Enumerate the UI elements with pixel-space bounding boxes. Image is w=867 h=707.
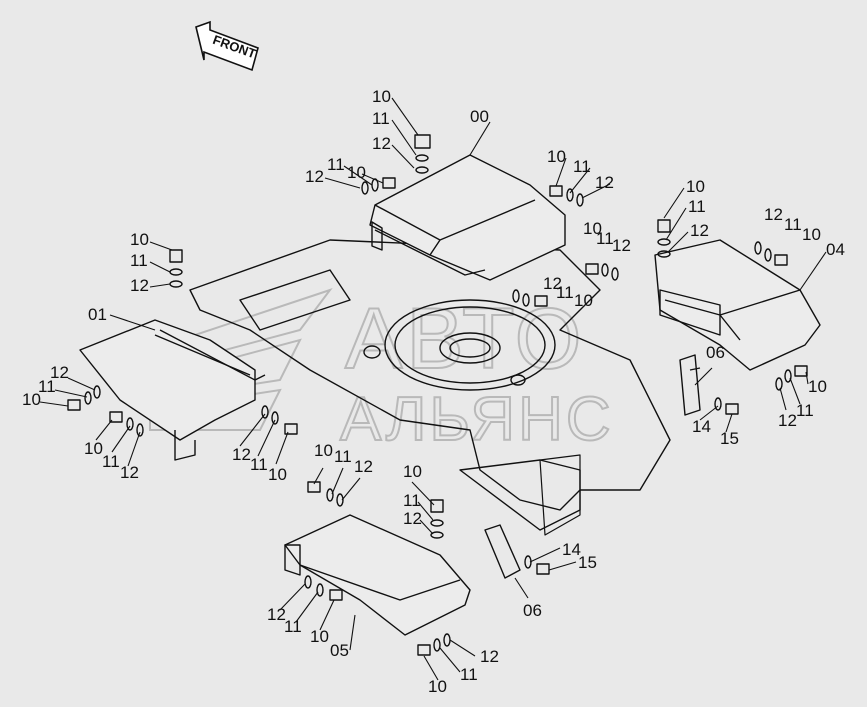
callout-11: 11	[596, 229, 614, 248]
callout-05: 05	[330, 641, 349, 660]
callout-11: 11	[38, 377, 56, 396]
callout-11: 11	[796, 401, 814, 420]
callout-11: 11	[102, 452, 120, 471]
cover-04	[654, 239, 821, 371]
callout-10: 10	[130, 230, 149, 249]
callout-15: 15	[720, 429, 739, 448]
callout-11: 11	[573, 157, 591, 176]
callout-labels: 00 01 04 05 06 06 10 11 12 10 11 12 10 1…	[22, 87, 845, 696]
callout-10: 10	[268, 465, 287, 484]
callout-04: 04	[826, 240, 845, 259]
callout-14: 14	[692, 417, 711, 436]
callout-10: 10	[310, 627, 329, 646]
callout-10: 10	[314, 441, 333, 460]
callout-12: 12	[267, 605, 286, 624]
callout-11: 11	[284, 617, 302, 636]
callout-11: 11	[250, 455, 268, 474]
callout-11: 11	[556, 283, 574, 302]
callout-12: 12	[543, 274, 562, 293]
callout-10: 10	[547, 147, 566, 166]
callout-12: 12	[778, 411, 797, 430]
callout-12: 12	[232, 445, 251, 464]
callout-10: 10	[403, 462, 422, 481]
callout-15: 15	[578, 553, 597, 572]
callout-11: 11	[784, 215, 802, 234]
callout-12: 12	[690, 221, 709, 240]
callout-12: 12	[480, 647, 499, 666]
leader-lines	[39, 97, 827, 681]
callout-12: 12	[595, 173, 614, 192]
callout-11: 11	[403, 491, 421, 510]
callout-12: 12	[50, 363, 69, 382]
watermark-line2: АЛЬЯНС	[340, 385, 614, 454]
bracket-06-upper	[679, 354, 701, 416]
callout-10: 10	[84, 439, 103, 458]
callout-12: 12	[130, 276, 149, 295]
callout-10: 10	[686, 177, 705, 196]
callout-12: 12	[305, 167, 324, 186]
callout-10: 10	[802, 225, 821, 244]
callout-10: 10	[574, 291, 593, 310]
bolt-stack-center	[430, 499, 444, 539]
callout-10: 10	[428, 677, 447, 696]
bolts-horizontal	[67, 177, 808, 656]
callout-14: 14	[562, 540, 581, 559]
cover-00	[369, 154, 566, 281]
callout-06-lower: 06	[523, 601, 542, 620]
callout-10: 10	[808, 377, 827, 396]
callout-11: 11	[327, 155, 345, 174]
callout-12: 12	[612, 236, 631, 255]
callout-11: 11	[334, 447, 352, 466]
callout-12: 12	[764, 205, 783, 224]
callout-11: 11	[688, 197, 706, 216]
callout-11: 11	[372, 109, 390, 128]
callout-11: 11	[460, 665, 478, 684]
callout-12: 12	[403, 509, 422, 528]
cover-05	[284, 514, 471, 636]
callout-10: 10	[22, 390, 41, 409]
bracket-06-lower	[484, 524, 521, 579]
callout-06-upper: 06	[706, 343, 725, 362]
swing-bearing	[363, 299, 556, 391]
callout-00: 00	[470, 107, 489, 126]
front-arrow: FRONT	[195, 20, 259, 72]
cover-01	[79, 319, 266, 461]
callout-12: 12	[372, 134, 391, 153]
callout-10: 10	[583, 219, 602, 238]
callout-10: 10	[372, 87, 391, 106]
callout-12: 12	[354, 457, 373, 476]
callout-01: 01	[88, 305, 107, 324]
bolt-stack-right	[657, 219, 671, 258]
callout-11: 11	[130, 251, 148, 270]
base-frame	[189, 239, 671, 536]
callout-12: 12	[120, 463, 139, 482]
bolt-stack-left	[169, 249, 183, 288]
bolt-stack-top	[414, 134, 431, 174]
